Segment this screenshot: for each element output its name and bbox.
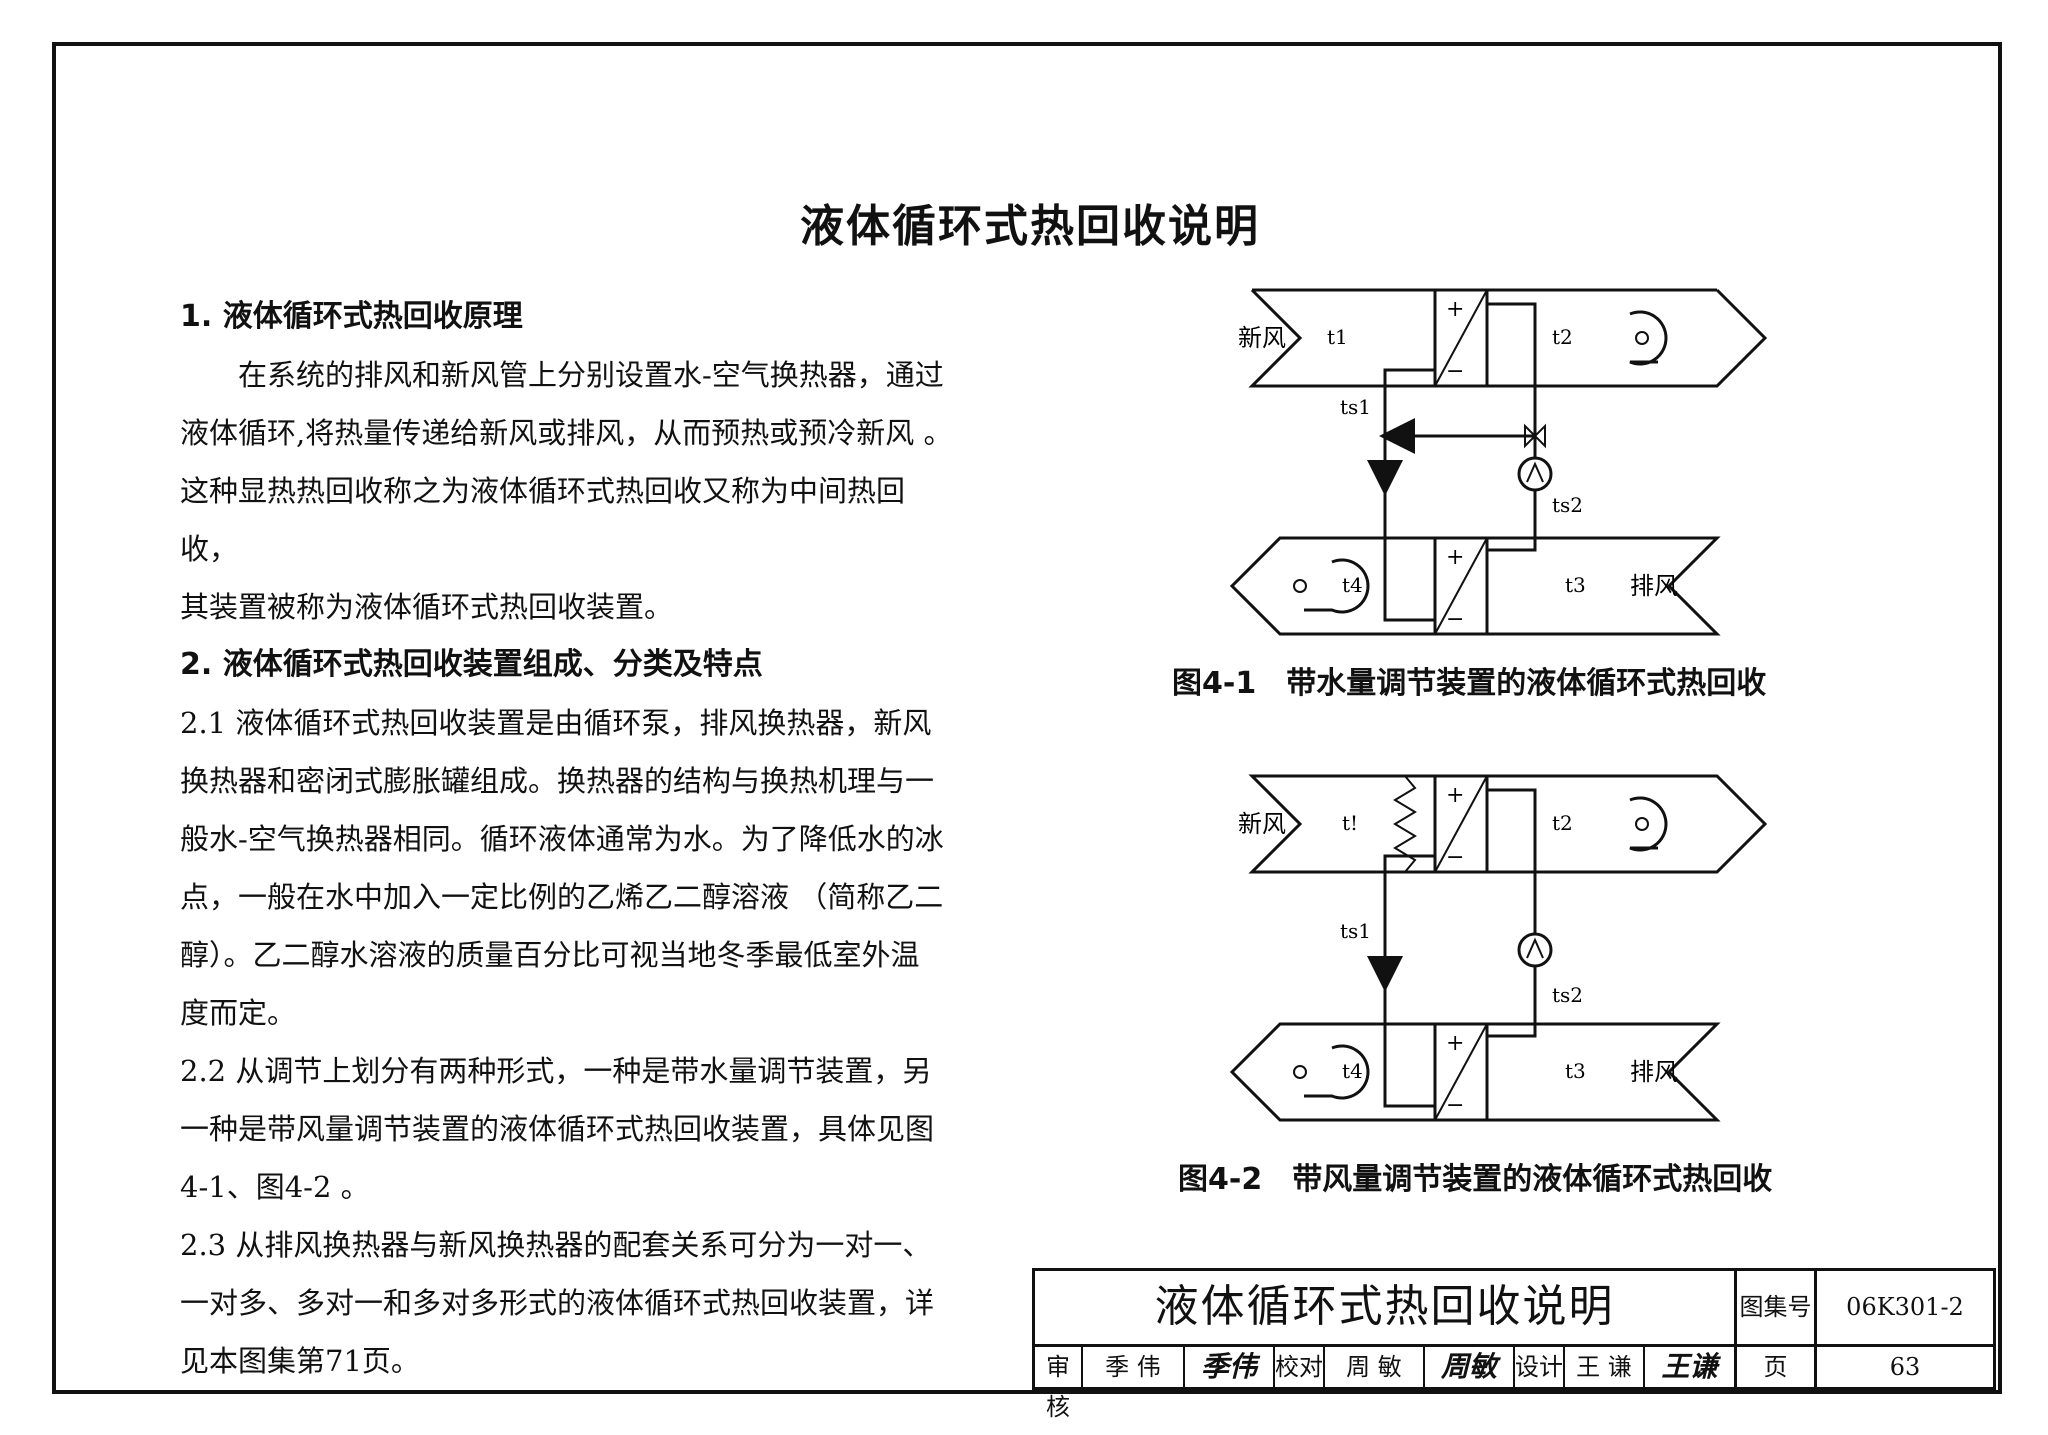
paragraph-2-2-line: 4-1、图4-2 。: [180, 1170, 370, 1204]
design-label: 设计: [1515, 1347, 1565, 1387]
exhaust-air-duct: [1229, 1022, 1721, 1122]
paragraph-1-line: 这种显热热回收称之为液体循环式热回收又称为中间热回收，: [180, 474, 906, 566]
temp-ts1: ts1: [1340, 395, 1371, 419]
exhaust-air-label: 排风: [1630, 572, 1678, 600]
paragraph-1-line: 在系统的排风和新风管上分别设置水-空气换热器，通过: [238, 358, 944, 392]
fan-icon: [1629, 310, 1668, 366]
paragraph-2-2-line: 一种是带风量调节装置的液体循环式热回收装置，具体见图: [180, 1112, 935, 1146]
check-label: 校对: [1275, 1347, 1325, 1387]
fan-icon: [1293, 1044, 1370, 1100]
paragraph-2-1-line: 点，一般在水中加入一定比例的乙烯乙二醇溶液 （简称乙二: [180, 880, 944, 914]
coil-minus-label: −: [1446, 607, 1464, 632]
section-heading-2: 2. 液体循环式热回收装置组成、分类及特点: [180, 647, 763, 682]
review-label: 审核: [1035, 1347, 1083, 1421]
exhaust-air-label: 排风: [1630, 1058, 1678, 1086]
coil-plus-label: +: [1446, 783, 1464, 808]
fresh-air-label: 新风: [1238, 810, 1286, 838]
temp-t3: t3: [1565, 573, 1586, 597]
paragraph-2-1-line: 度而定。: [180, 996, 297, 1030]
temp-t4: t4: [1342, 573, 1363, 597]
page-title: 液体循环式热回收说明: [800, 201, 1260, 252]
temp-t4: t4: [1342, 1059, 1363, 1083]
coil-minus-label: −: [1446, 1093, 1464, 1118]
return-pipe: [1487, 302, 1537, 552]
paragraph-1-line: 其装置被称为液体循环式热回收装置。: [180, 590, 674, 624]
figure-4-2-caption: 图4-2 带风量调节装置的液体循环式热回收: [1178, 1162, 1773, 1197]
paragraph-2-2-line: 2.2 从调节上划分有两种形式，一种是带水量调节装置，另: [180, 1054, 932, 1088]
figure-4-1-caption: 图4-1 带水量调节装置的液体循环式热回收: [1172, 666, 1767, 701]
temp-ts2: ts2: [1552, 983, 1583, 1007]
temp-t2: t2: [1552, 325, 1573, 349]
section-heading-1: 1. 液体循环式热回收原理: [180, 299, 523, 334]
paragraph-1-line: 液体循环,将热量传递给新风或排风，从而预热或预冷新风 。: [180, 416, 953, 450]
paragraph-2-1-line: 醇）。乙二醇水溶液的质量百分比可视当地冬季最低室外温: [180, 938, 920, 972]
checker-name: 周 敏: [1325, 1347, 1425, 1387]
atlas-number: 06K301-2: [1817, 1271, 1993, 1347]
reviewer-name: 季 伟: [1083, 1347, 1185, 1387]
return-pipe: [1487, 788, 1537, 1038]
title-block-title: 液体循环式热回收说明: [1035, 1271, 1737, 1347]
designer-name: 王 谦: [1565, 1347, 1645, 1387]
bypass-damper-icon: [1393, 775, 1417, 873]
fresh-air-duct: [1248, 774, 1768, 874]
figure-4-1-diagram: + − + − 新风 t1 t2 t3 t4 ts1 ts2 排风: [1229, 288, 1768, 636]
reviewer-signature: 季伟: [1185, 1347, 1275, 1387]
coil-plus-label: +: [1446, 297, 1464, 322]
body-text: 1. 液体循环式热回收原理 在系统的排风和新风管上分别设置水-空气换热器，通过 …: [180, 288, 960, 1390]
temp-t2: t2: [1552, 811, 1573, 835]
supply-pipe: [1383, 368, 1435, 622]
fan-icon: [1629, 796, 1668, 852]
exhaust-air-duct: [1229, 536, 1721, 636]
checker-signature: 周敏: [1425, 1347, 1515, 1387]
paragraph-2-3-line: 一对多、多对一和多对多形式的液体循环式热回收装置，详: [180, 1286, 935, 1320]
supply-pipe: [1383, 854, 1435, 1108]
drawing-frame: [52, 42, 2002, 1394]
paragraph-2-1-line: 换热器和密闭式膨胀罐组成。换热器的结构与换热机理与一: [180, 764, 935, 798]
figure-4-1: + − + − 新风 t1 t2 t3 t4 ts1 ts2 排风: [1190, 280, 1770, 650]
paragraph-2-3-line: 见本图集第71页。: [180, 1344, 420, 1378]
temp-t1: t!: [1342, 811, 1358, 835]
coil-plus-label: +: [1446, 1031, 1464, 1056]
paragraph-2-1-line: 2.1 液体循环式热回收装置是由循环泵，排风换热器，新风: [180, 706, 932, 740]
coil-plus-label: +: [1446, 545, 1464, 570]
fan-icon: [1293, 558, 1370, 614]
page-label: 页: [1737, 1347, 1817, 1387]
page-number: 63: [1889, 1353, 1921, 1381]
temp-t3: t3: [1565, 1059, 1586, 1083]
title-block: 液体循环式热回收说明 图集号 06K301-2 审核 季 伟 季伟 校对 周 敏…: [1032, 1268, 1996, 1421]
coil-minus-label: −: [1446, 845, 1464, 870]
temp-ts1: ts1: [1340, 919, 1371, 943]
temp-t1: t1: [1327, 325, 1348, 349]
atlas-label: 图集号: [1737, 1271, 1817, 1347]
paragraph-2-1-line: 般水-空气换热器相同。循环液体通常为水。为了降低水的冰: [180, 822, 944, 856]
figure-4-2-diagram: + − + − 新风 t! t2 t3 t4 ts1 ts2 排风: [1229, 774, 1768, 1122]
designer-signature: 王谦: [1645, 1347, 1737, 1387]
figure-4-2: + − + − 新风 t! t2 t3 t4 ts1 ts2 排风: [1190, 766, 1770, 1136]
temp-ts2: ts2: [1552, 493, 1583, 517]
coil-minus-label: −: [1446, 359, 1464, 384]
paragraph-2-3-line: 2.3 从排风换热器与新风换热器的配套关系可分为一对一、: [180, 1228, 932, 1262]
three-way-valve-icon: [1524, 423, 1546, 449]
fresh-air-label: 新风: [1238, 324, 1286, 352]
